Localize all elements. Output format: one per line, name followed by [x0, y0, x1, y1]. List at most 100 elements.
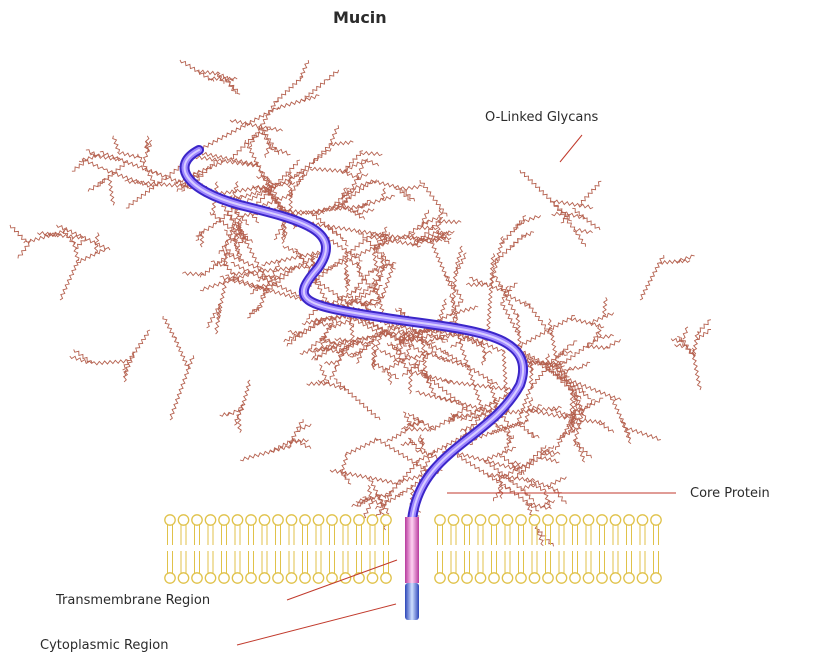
glycan-chain	[522, 232, 534, 238]
glycan-chain	[552, 212, 566, 216]
glycan-chain	[372, 302, 378, 305]
glycan-chain	[312, 143, 332, 163]
glycan-chain	[487, 254, 495, 336]
glycan-chain	[344, 159, 368, 172]
glycan-chain	[300, 350, 312, 355]
glycan-chain	[601, 335, 614, 339]
glycan-chain	[677, 336, 693, 356]
glycan-chain	[540, 457, 559, 463]
transmembrane-label: Transmembrane Region	[56, 593, 210, 608]
lipid-head	[327, 573, 337, 583]
glycan-chain	[373, 363, 390, 373]
glycan-chain	[240, 446, 291, 461]
glycan-chain	[626, 428, 661, 440]
lipid-head	[286, 573, 296, 583]
lipid-head	[556, 515, 566, 525]
lipid-head	[313, 573, 323, 583]
lipid-head	[178, 573, 188, 583]
lipid-head	[637, 573, 647, 583]
glycan-chain	[565, 367, 581, 371]
glycan-chain	[599, 422, 614, 433]
glycan-chain	[300, 319, 326, 333]
glycan-chain	[377, 490, 393, 518]
lipid-head	[516, 573, 526, 583]
lipid-head	[205, 515, 215, 525]
cytoplasmic-label: Cytoplasmic Region	[40, 638, 168, 653]
lipid-head	[354, 573, 364, 583]
o-linked-glycans	[10, 60, 711, 546]
glycan-chain	[97, 162, 127, 186]
glycan-chain	[237, 415, 241, 433]
glycan-chain	[72, 161, 87, 171]
glycan-chain	[373, 181, 405, 190]
lipid-head	[286, 515, 296, 525]
lipid-head	[570, 515, 580, 525]
glycan-chain	[70, 356, 92, 363]
glycan-chain	[163, 316, 176, 341]
glycan-chain	[77, 249, 105, 263]
glycan-chain	[196, 107, 279, 152]
glycan-chain	[520, 170, 572, 221]
glycan-chain	[361, 152, 382, 156]
glycan-chain	[382, 266, 393, 296]
glycan-chain	[395, 187, 411, 201]
glycan-chain	[113, 136, 120, 153]
glycan-chain	[359, 209, 374, 214]
lipid-head	[259, 515, 269, 525]
lipid-head	[448, 515, 458, 525]
glycan-chain	[538, 532, 544, 546]
glycan-chain	[660, 259, 690, 264]
glycan-chain	[10, 225, 26, 242]
glycan-chain	[247, 305, 261, 318]
lipid-head	[219, 573, 229, 583]
lipid-head	[610, 515, 620, 525]
lipid-head	[597, 573, 607, 583]
lipid-head	[367, 573, 377, 583]
lipid-head	[273, 573, 283, 583]
lipid-head	[192, 573, 202, 583]
glycan-chain	[108, 177, 115, 206]
glycan-chain	[390, 372, 399, 378]
lipid-head	[259, 573, 269, 583]
glycan-chain	[271, 148, 291, 155]
glycan-chain	[692, 348, 702, 390]
lipid-head	[543, 515, 553, 525]
lipid-head	[475, 515, 485, 525]
glycan-chain	[240, 380, 251, 414]
glycan-chain	[580, 419, 605, 424]
glycan-chain	[344, 151, 363, 171]
glycan-chain	[505, 486, 539, 511]
cytoplasmic-region	[405, 583, 419, 620]
glycan-chain	[439, 220, 461, 224]
glycan-chain	[548, 319, 561, 380]
glycan-chain	[417, 226, 437, 229]
glycan-chain	[75, 238, 85, 249]
glycan-chain	[275, 76, 303, 102]
lipid-head	[246, 573, 256, 583]
glycan-chain	[356, 352, 362, 363]
diagram-title: Mucin	[333, 8, 387, 27]
glycan-chain	[494, 486, 502, 501]
lipid-head	[489, 573, 499, 583]
lipid-head	[381, 573, 391, 583]
glycan-chain	[314, 350, 330, 360]
glycan-chain	[565, 351, 572, 353]
glycan-chain	[527, 431, 539, 438]
glycan-chain	[603, 297, 607, 317]
lipid-head	[462, 515, 472, 525]
glycan-chain	[697, 320, 711, 333]
glycan-chain	[579, 181, 601, 205]
glycan-chain	[226, 79, 236, 94]
lipid-head	[637, 515, 647, 525]
glycan-chain	[681, 338, 694, 357]
glycan-chain	[180, 60, 214, 82]
glycan-chain	[331, 141, 354, 146]
glycan-chain	[589, 313, 613, 324]
glycan-chain	[507, 283, 518, 290]
glycan-chain	[487, 474, 535, 482]
glycan-chain	[324, 361, 338, 365]
glycan-chain	[300, 60, 308, 79]
glycan-chain	[484, 447, 516, 461]
lipid-head	[300, 515, 310, 525]
glycan-chain	[533, 480, 562, 493]
